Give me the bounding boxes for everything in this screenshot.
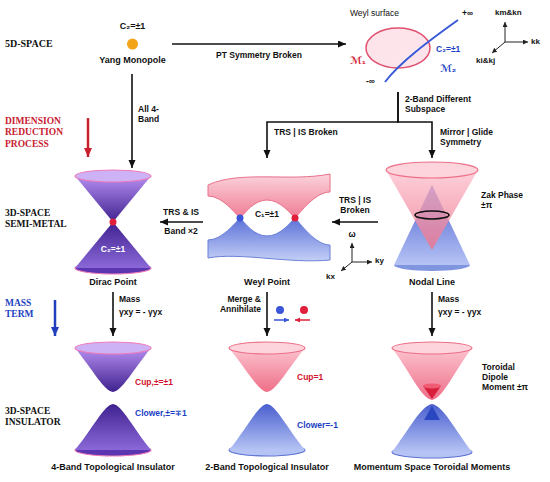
mass-term-formula: γxy = - γyx bbox=[438, 307, 481, 317]
cone-rim bbox=[392, 342, 472, 354]
arrow-label: Band ×2 bbox=[164, 226, 197, 236]
node-text: Clower,±=∓1 bbox=[135, 408, 187, 418]
connector-arrow bbox=[172, 43, 346, 45]
weyl-point-dot bbox=[276, 306, 284, 314]
nodal-line-ring bbox=[415, 211, 449, 219]
weyl-point-figure: C₁=±1Weyl Point bbox=[205, 160, 330, 290]
node-text: C₂=±1 bbox=[120, 21, 146, 32]
connector-arrow bbox=[431, 292, 433, 336]
node-text: Weyl Point bbox=[244, 277, 290, 288]
toroidal-moment-figure: Toroidal Dipole Moment ±π Momentum Space … bbox=[345, 338, 545, 478]
process-heading: DIMENSION REDUCTION PROCESS bbox=[5, 116, 85, 150]
axis-label: kx bbox=[326, 272, 335, 282]
nodal-cone-upper bbox=[386, 170, 478, 250]
node-text: Weyl surface bbox=[350, 8, 399, 18]
node-text: -∞ bbox=[366, 76, 375, 86]
node-text: ℳ₂ bbox=[440, 63, 456, 75]
node-text: Toroidal Dipole Moment ±π bbox=[482, 362, 540, 393]
axis-label: kk bbox=[531, 37, 540, 47]
row-heading: 5D-SPACE bbox=[5, 38, 53, 50]
row-heading: 3D-SPACE SEMI-METAL bbox=[5, 208, 69, 231]
axis-line bbox=[505, 42, 528, 43]
node-text: Clower=-1 bbox=[297, 420, 338, 430]
monopole-figure: C₂=±1Yang Monopole bbox=[95, 19, 170, 72]
axis-line bbox=[505, 22, 506, 42]
dirac-point-figure: C₂=±1Dirac Point bbox=[68, 170, 158, 290]
axis-label: km&kn bbox=[495, 8, 522, 18]
motion-arrow bbox=[274, 319, 289, 321]
node-text: Cup,±=±1 bbox=[135, 377, 173, 387]
connector-arrow bbox=[112, 292, 114, 336]
motion-arrow bbox=[295, 319, 310, 321]
edge-label: TRS | IS Broken bbox=[331, 195, 379, 215]
node-text: +∞ bbox=[462, 8, 473, 18]
edge-label: PT Symmetry Broken bbox=[216, 50, 302, 60]
edge-label: TRS | IS Broken bbox=[274, 127, 338, 137]
axis-line bbox=[341, 262, 352, 271]
node-text: Yang Monopole bbox=[99, 55, 166, 66]
cone-rim bbox=[75, 342, 151, 354]
edge-label: Merge & Annihilate bbox=[205, 294, 261, 314]
dirac-cone-lower bbox=[75, 222, 151, 268]
node-text: Zak Phase ±π bbox=[481, 190, 525, 210]
edge-label: Mass bbox=[119, 294, 140, 304]
node-text: Nodal Line bbox=[409, 277, 455, 288]
node-text: C₂=±1 bbox=[101, 244, 125, 254]
connector-arrow bbox=[131, 74, 133, 168]
cone-rim bbox=[229, 342, 305, 354]
cone-rim bbox=[386, 162, 478, 178]
node-text: Cup=1 bbox=[297, 372, 323, 382]
nodal-line-figure: Zak Phase ±π Nodal Line bbox=[380, 160, 530, 290]
four-band-insulator-figure: Cup,±=±1Clower,±=∓1 4-Band Topological In… bbox=[40, 338, 200, 478]
dirac-cone-upper bbox=[75, 176, 151, 222]
weyl-point-dot bbox=[292, 215, 299, 222]
edge-label: TRS & IS bbox=[163, 207, 199, 217]
edge-label: Mass bbox=[438, 294, 459, 304]
node-text: C₁=±1 bbox=[255, 209, 279, 219]
mass-term-formula: γxy = - γyx bbox=[119, 307, 162, 317]
axis-label: ky bbox=[375, 256, 384, 266]
node-text: Dirac Point bbox=[89, 277, 137, 288]
axis-line bbox=[352, 262, 372, 263]
gapped-band-lower bbox=[229, 404, 305, 450]
curve-dash bbox=[398, 48, 418, 65]
axis-label: ki&kj bbox=[476, 56, 495, 66]
gapped-band-upper bbox=[392, 348, 472, 400]
monopole-dot bbox=[127, 39, 138, 50]
axis-line bbox=[352, 243, 353, 262]
node-text: Momentum Space Toroidal Moments bbox=[354, 462, 510, 473]
process-heading: MASS TERM bbox=[5, 298, 45, 321]
connector-arrow bbox=[267, 92, 398, 158]
gapped-band-lower bbox=[392, 404, 472, 452]
axis-label: ω bbox=[348, 229, 355, 239]
inner-cone bbox=[424, 406, 440, 420]
node-text: 4-Band Topological Insulator bbox=[51, 462, 174, 473]
process-arrow bbox=[87, 118, 90, 157]
dirac-point-dot bbox=[110, 219, 117, 226]
weyl-point-dot bbox=[300, 306, 308, 314]
connector-arrow bbox=[266, 292, 268, 336]
connector-arrow bbox=[160, 221, 203, 223]
weyl-point-dot bbox=[237, 215, 244, 222]
node-text: 2-Band Topological Insulator bbox=[205, 462, 328, 473]
branch-label: 2-Band Different Subspace bbox=[405, 94, 493, 114]
node-text: C₂=±1 bbox=[436, 44, 460, 54]
node-text: ℳ₁ bbox=[350, 55, 366, 67]
edge-label: Mirror | Glide Symmetry bbox=[440, 127, 515, 147]
edge-label: All 4-Band bbox=[138, 104, 178, 124]
connector-arrow bbox=[332, 221, 378, 223]
process-arrow bbox=[54, 300, 57, 336]
cone-rim bbox=[75, 170, 151, 182]
two-band-insulator-figure: Cup=1Clower=-1 2-Band Topological Insulat… bbox=[203, 338, 343, 478]
axis-line bbox=[492, 42, 505, 53]
weyl-surface-figure: Weyl surfaceC₂=±1ℳ₁ ℳ₂ +∞ -∞ bbox=[348, 6, 476, 90]
row-heading: 3D-SPACE INSULATOR bbox=[5, 406, 69, 429]
lower-band-sheet bbox=[208, 218, 330, 261]
inner-cone-rim bbox=[423, 384, 441, 389]
